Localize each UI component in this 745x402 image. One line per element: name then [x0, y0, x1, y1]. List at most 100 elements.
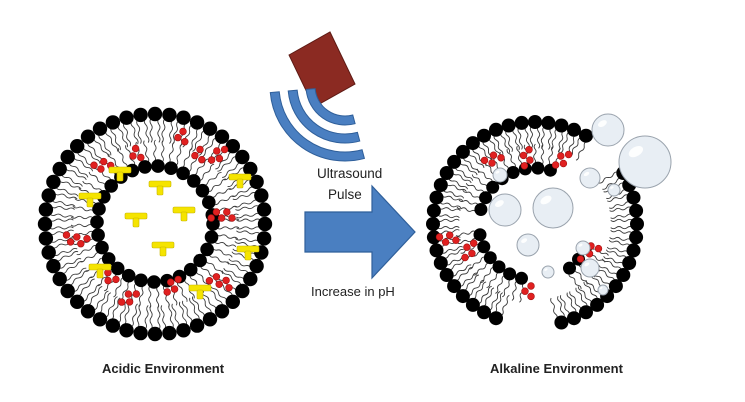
lipid-head — [138, 160, 152, 174]
lipid-tail — [117, 300, 128, 324]
lipid-tail — [482, 287, 495, 308]
lipid-tail — [451, 171, 472, 184]
lipid-head — [162, 325, 177, 341]
drug-atom — [525, 146, 533, 154]
drug-atom — [73, 233, 81, 241]
lipid-tail — [540, 144, 545, 165]
drug-atom — [125, 298, 134, 306]
lipid-tail — [58, 258, 82, 269]
bubble-highlight — [544, 268, 548, 271]
drug-atom — [104, 276, 112, 285]
lipid-tail — [168, 304, 174, 329]
pulse-label: Pulse — [328, 187, 362, 202]
drug-atom — [163, 288, 171, 296]
drug-molecule — [129, 144, 145, 162]
lipid-tail — [50, 206, 75, 210]
drug-molecule — [551, 150, 573, 169]
lipid-head — [92, 312, 108, 327]
drug-atom — [174, 133, 182, 142]
lipid-head — [257, 216, 273, 232]
lipid-tail — [495, 275, 505, 294]
lipid-tail — [215, 233, 239, 240]
lipid-head — [567, 311, 581, 326]
drug-atom — [205, 277, 214, 285]
lipid-tail — [160, 305, 167, 330]
drug-atom — [212, 273, 221, 281]
lipid-tail — [512, 128, 520, 151]
drug-atom — [129, 152, 137, 160]
lipid-head — [429, 190, 444, 205]
lipid-tail — [98, 292, 112, 314]
bubble-body — [580, 258, 600, 278]
lipid-head — [501, 118, 516, 133]
lipid-head — [433, 178, 448, 192]
lipid-tail — [609, 236, 632, 241]
lipid-tail — [592, 272, 611, 287]
lipid-tail — [208, 254, 230, 265]
lipid-head — [119, 110, 134, 125]
lipid-tail — [493, 134, 504, 156]
drug-molecule — [163, 275, 182, 296]
payload-stem — [132, 217, 140, 228]
lipid-tail — [117, 124, 128, 148]
bubble-highlight — [583, 171, 590, 177]
lipid-tail — [442, 189, 465, 199]
payload-molecule — [151, 241, 175, 257]
lipid-tail — [441, 194, 464, 202]
lipid-tail — [533, 143, 537, 165]
lipid-head — [91, 228, 105, 242]
lipid-head — [486, 180, 500, 194]
gas-bubble-icon — [597, 284, 609, 296]
lipid-tail — [505, 130, 513, 152]
drug-atom — [488, 159, 496, 167]
drug-atom — [198, 156, 206, 164]
lipid-tail — [172, 120, 179, 145]
lipid-tail — [478, 285, 492, 305]
lipid-head — [567, 122, 581, 137]
lipid-tail — [87, 142, 103, 162]
lipid-tail — [463, 274, 479, 292]
lipid-tail — [598, 264, 619, 277]
lipid-head — [162, 107, 177, 123]
lipid-tail — [65, 167, 87, 181]
lipid-tail — [596, 267, 616, 281]
lipid-head — [133, 325, 148, 341]
lipid-tail — [79, 252, 101, 263]
wave-arc — [305, 88, 356, 126]
bubble-highlight — [584, 262, 590, 267]
lipid-head — [92, 121, 108, 136]
lipid-tail — [93, 137, 109, 157]
drug-atom — [83, 235, 91, 243]
lipid-tail — [468, 279, 485, 297]
lipid-head — [249, 258, 264, 274]
drug-atom — [228, 214, 236, 222]
lipid-head — [447, 279, 462, 294]
lipid-tail — [524, 126, 530, 149]
lipid-head — [455, 144, 470, 159]
ph-change-label: Increase in pH — [311, 284, 395, 299]
payload-stem — [180, 211, 188, 222]
lipid-head — [200, 242, 214, 257]
lipid-head — [147, 326, 163, 342]
ultrasound-label: Ultrasound — [317, 166, 383, 181]
lipid-tail — [144, 305, 149, 330]
lipid-tail — [138, 284, 145, 307]
lipid-tail — [500, 132, 510, 153]
drug-molecule — [62, 231, 91, 248]
drug-atom — [480, 156, 489, 165]
lipid-head — [60, 149, 75, 165]
lipid-tail — [49, 218, 74, 222]
drug-atom — [557, 152, 565, 160]
lipid-tail — [216, 226, 240, 230]
lipid-tail — [149, 118, 153, 143]
lipid-tail — [568, 273, 582, 290]
lipid-tail — [609, 206, 632, 212]
drug-atom — [77, 240, 85, 248]
drug-atom — [446, 231, 454, 239]
lipid-head — [202, 121, 218, 136]
lipid-head — [147, 106, 163, 122]
payload-stem — [156, 185, 164, 196]
drug-molecule — [480, 151, 505, 167]
lipid-head — [439, 268, 454, 282]
lipid-head — [483, 251, 497, 265]
